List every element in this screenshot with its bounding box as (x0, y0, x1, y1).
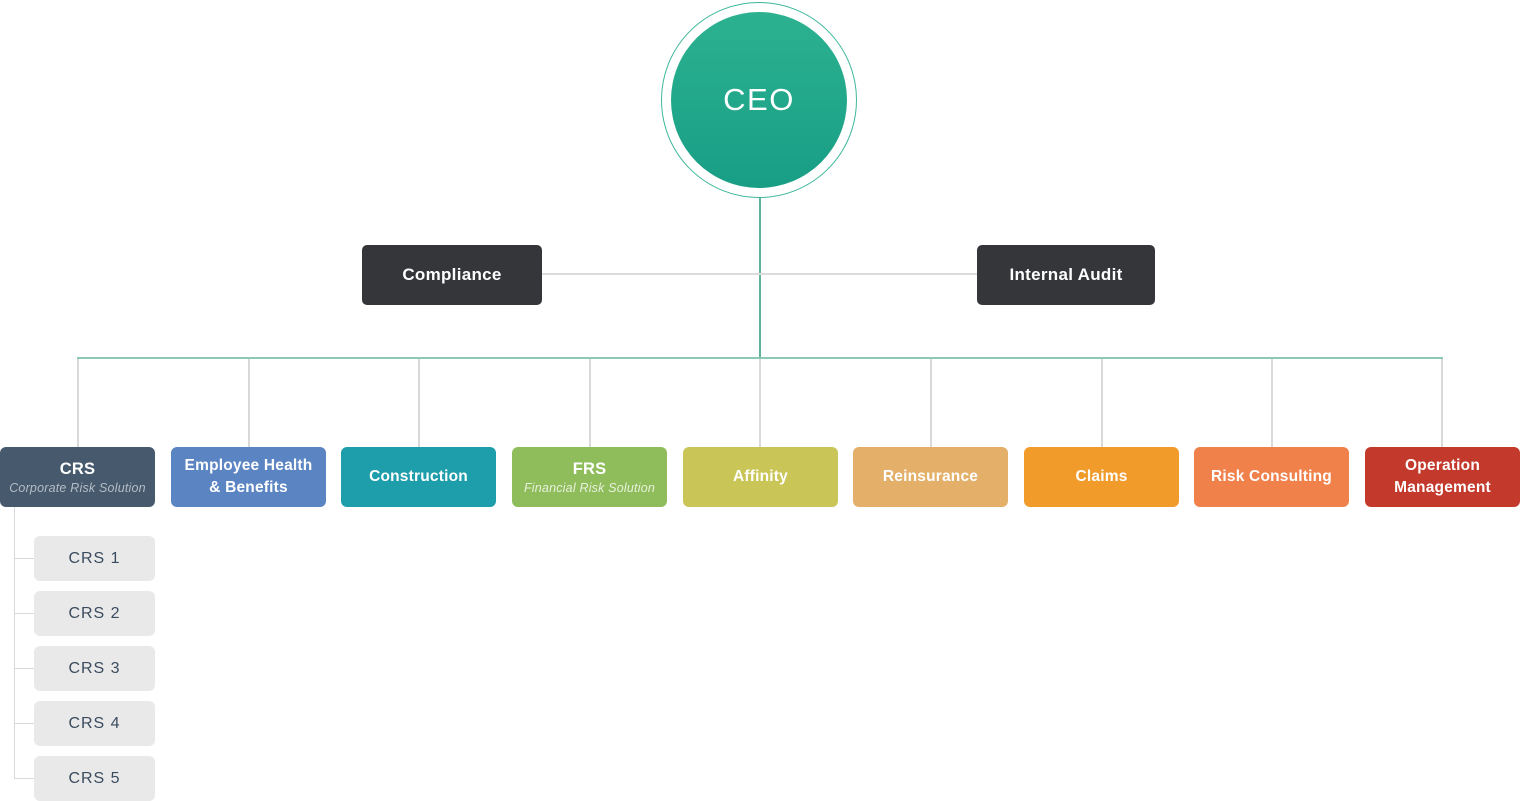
crs-child-1-node[interactable]: CRS 1 (34, 536, 155, 581)
crs-child-5-node[interactable]: CRS 5 (34, 756, 155, 801)
dept-crs-node[interactable]: CRS Corporate Risk Solution (0, 447, 155, 507)
crs-child-4-node[interactable]: CRS 4 (34, 701, 155, 746)
connector-drop-construction (418, 359, 420, 447)
internal-audit-label: Internal Audit (1009, 265, 1123, 284)
dept-affinity-node[interactable]: Affinity (683, 447, 838, 507)
dept-employee-health-benefits-label: Employee Health & Benefits (184, 457, 313, 496)
crs-child-3-label: CRS 3 (68, 659, 121, 677)
connector-crs-vertical (14, 507, 15, 779)
connector-crs5-stub (14, 778, 34, 779)
dept-claims-label: Claims (1075, 468, 1128, 486)
connector-tree-horizontal (77, 357, 1443, 359)
compliance-node[interactable]: Compliance (362, 245, 542, 305)
internal-audit-node[interactable]: Internal Audit (977, 245, 1155, 305)
connector-drop-operation-management (1441, 359, 1443, 447)
ceo-circle: CEO (671, 12, 847, 188)
dept-frs-node[interactable]: FRS Financial Risk Solution (512, 447, 667, 507)
connector-crs1-stub (14, 558, 34, 559)
ceo-label: CEO (723, 82, 795, 117)
dept-risk-consulting-label: Risk Consulting (1211, 468, 1332, 486)
connector-crs3-stub (14, 668, 34, 669)
dept-reinsurance-node[interactable]: Reinsurance (853, 447, 1008, 507)
connector-drop-reinsurance (930, 359, 932, 447)
connector-drop-risk-consulting (1271, 359, 1273, 447)
dept-construction-label: Construction (369, 468, 468, 486)
dept-affinity-label: Affinity (733, 468, 788, 486)
crs-child-5-label: CRS 5 (68, 769, 121, 787)
compliance-label: Compliance (402, 265, 502, 284)
dept-crs-subtitle: Corporate Risk Solution (9, 480, 146, 495)
crs-child-2-label: CRS 2 (68, 604, 121, 622)
connector-staff-line (542, 273, 977, 275)
connector-crs4-stub (14, 723, 34, 724)
dept-claims-node[interactable]: Claims (1024, 447, 1179, 507)
dept-risk-consulting-node[interactable]: Risk Consulting (1194, 447, 1349, 507)
dept-construction-node[interactable]: Construction (341, 447, 496, 507)
crs-child-2-node[interactable]: CRS 2 (34, 591, 155, 636)
connector-crs2-stub (14, 613, 34, 614)
connector-drop-frs (589, 359, 591, 447)
dept-operation-management-label: Operation Management (1394, 457, 1491, 496)
connector-drop-affinity (759, 359, 761, 447)
connector-drop-ehb (248, 359, 250, 447)
connector-ceo-drop (759, 198, 761, 358)
connector-drop-claims (1101, 359, 1103, 447)
ceo-node[interactable]: CEO (661, 2, 857, 198)
crs-child-1-label: CRS 1 (68, 549, 121, 567)
crs-child-3-node[interactable]: CRS 3 (34, 646, 155, 691)
dept-reinsurance-label: Reinsurance (882, 468, 979, 486)
dept-crs-label: CRS (59, 459, 96, 478)
crs-child-4-label: CRS 4 (68, 714, 121, 732)
dept-frs-subtitle: Financial Risk Solution (523, 480, 656, 495)
connector-drop-crs (77, 359, 79, 447)
dept-operation-management-node[interactable]: Operation Management (1365, 447, 1520, 507)
dept-frs-label: FRS (572, 459, 607, 478)
dept-employee-health-benefits-node[interactable]: Employee Health & Benefits (171, 447, 326, 507)
